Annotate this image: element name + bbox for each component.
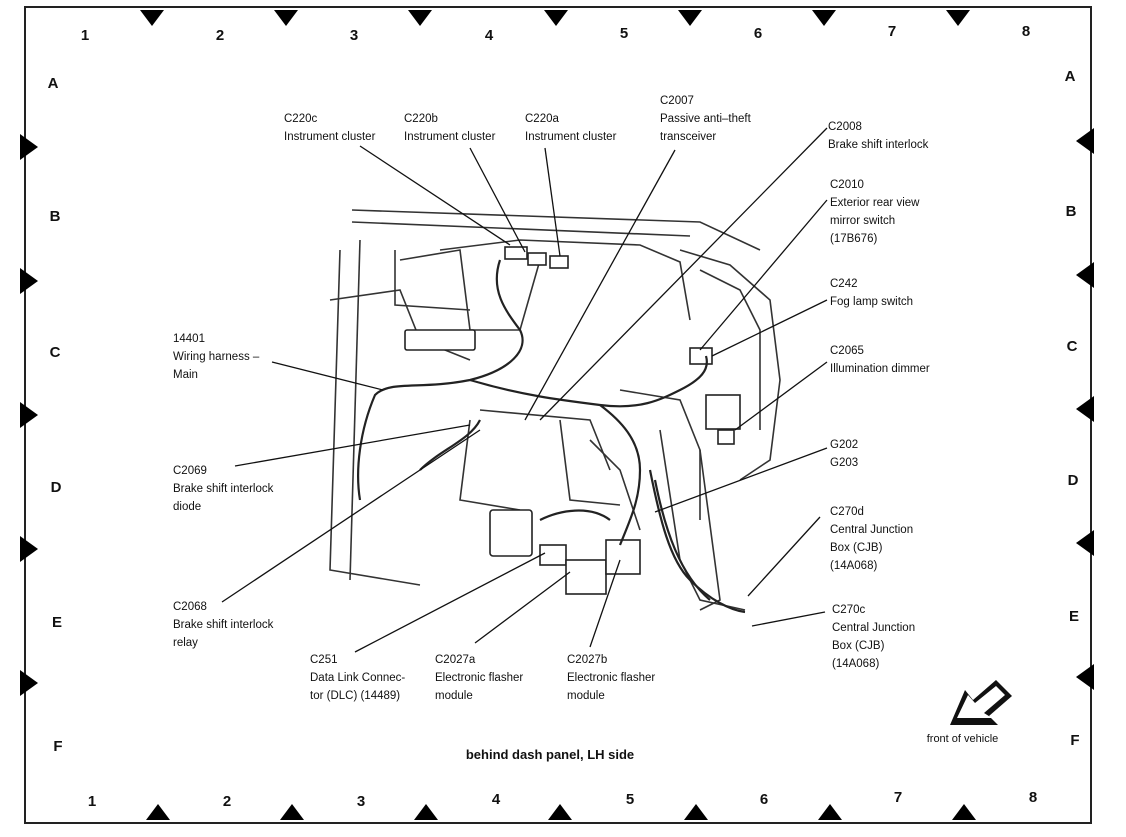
component-blocks	[404, 246, 741, 595]
orientation-label: front of vehicle	[926, 733, 999, 745]
grid-row-label: F	[53, 738, 63, 755]
grid-row-label: E	[1068, 608, 1079, 625]
grid-column-label: 3	[349, 27, 359, 44]
callout-14401: 14401 Wiring harness – Main	[173, 333, 260, 381]
grid-column-label: 4	[484, 27, 494, 44]
grid-row-label: C	[1066, 338, 1078, 355]
callout-c251: C251 Data Link Connec- tor (DLC) (14489)	[310, 654, 406, 702]
grid-column-label: 4	[491, 791, 501, 808]
callout-c2027a: C2027a Electronic flasher module	[435, 654, 524, 702]
callout-c242: C242 Fog lamp switch	[830, 278, 914, 308]
grid-row-label: D	[50, 479, 62, 496]
callout-c2010: C2010 Exterior rear view mirror switch (…	[830, 179, 920, 245]
grid-row-label: E	[51, 614, 62, 631]
callout-g202-g203: G202 G203	[830, 439, 859, 469]
callout-c2008: C2008 Brake shift interlock	[828, 121, 929, 151]
grid-column-label: 8	[1028, 789, 1038, 806]
callout-c270c: C270c Central Junction Box (CJB) (14A068…	[832, 604, 916, 670]
grid-column-label: 7	[887, 23, 897, 40]
grid-row-label: C	[49, 344, 61, 361]
grid-column-label: 3	[356, 793, 366, 810]
callout-c2007: C2007 Passive anti–theft transceiver	[660, 95, 751, 143]
grid-column-label: 7	[893, 789, 903, 806]
wiring-harness	[357, 259, 746, 614]
grid-column-label: 2	[222, 793, 232, 810]
direction-arrow-icon	[950, 680, 1012, 725]
callout-c220c: C220c Instrument cluster	[284, 113, 376, 143]
callout-c220b: C220b Instrument cluster	[404, 113, 496, 143]
grid-column-label: 1	[80, 27, 90, 44]
grid-column-label: 8	[1021, 23, 1031, 40]
grid-row-label: A	[47, 75, 59, 92]
grid-column-label: 1	[87, 793, 97, 810]
callout-c2065: C2065 Illumination dimmer	[830, 345, 930, 375]
grid-row-label: D	[1067, 472, 1079, 489]
registration-marker-icon	[20, 10, 1094, 820]
callout-c2027b: C2027b Electronic flasher module	[567, 654, 656, 702]
grid-row-label: B	[1065, 203, 1077, 220]
callout-c2068: C2068 Brake shift interlock relay	[173, 601, 274, 649]
grid-column-label: 5	[625, 791, 635, 808]
leader-lines	[221, 127, 828, 653]
grid-row-label: A	[1064, 68, 1076, 85]
grid-column-label: 6	[753, 25, 763, 42]
grid-row-label: F	[1070, 732, 1080, 749]
callout-c220a: C220a Instrument cluster	[525, 113, 617, 143]
grid-column-label: 6	[759, 791, 769, 808]
grid-row-label: B	[49, 208, 61, 225]
callout-c270d: C270d Central Junction Box (CJB) (14A068…	[830, 506, 914, 572]
callout-c2069: C2069 Brake shift interlock diode	[173, 465, 274, 513]
diagram-caption: behind dash panel, LH side	[465, 747, 635, 762]
grid-column-label: 5	[619, 25, 629, 42]
grid-column-label: 2	[215, 27, 225, 44]
